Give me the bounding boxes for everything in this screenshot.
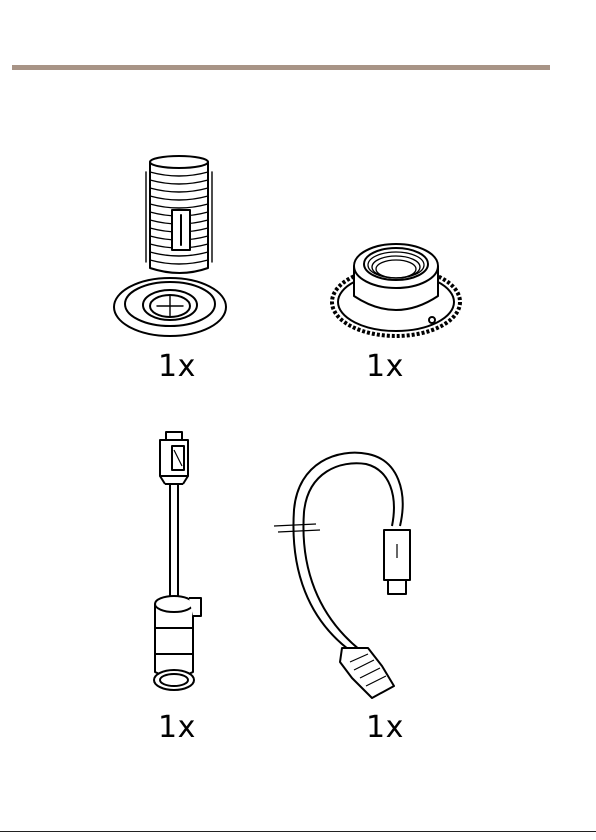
quantity-label-4: 1x: [366, 713, 404, 743]
sensor-cable-adapter-item: [145, 428, 215, 698]
network-cable-item: [268, 440, 438, 700]
footer-rule: [0, 831, 596, 832]
quantity-label-3: 1x: [158, 713, 196, 743]
knurled-nut-icon: [328, 232, 464, 344]
flush-mount-sleeve-icon: [110, 150, 230, 355]
flush-mount-sleeve-item: [110, 150, 230, 355]
header-rule: [12, 65, 550, 70]
quantity-label-1: 1x: [158, 352, 196, 382]
sensor-cable-icon: [145, 428, 215, 698]
knurled-lock-nut-item: [328, 232, 464, 344]
quantity-label-2: 1x: [366, 352, 404, 382]
rj45-cable-icon: [268, 440, 438, 700]
